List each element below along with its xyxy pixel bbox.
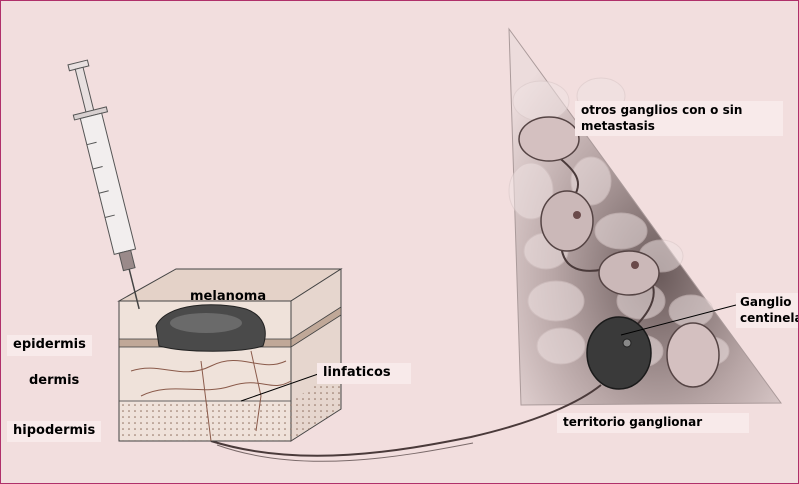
- label-melanoma: melanoma: [187, 288, 269, 307]
- syringe: [61, 58, 155, 313]
- label-dermis: dermis: [23, 371, 85, 392]
- lymph-territory: [509, 29, 781, 405]
- label-hipodermis: hipodermis: [7, 421, 101, 442]
- ganglio-centinela-line2: centinela: [740, 311, 799, 327]
- otros-ganglios-line1: otros ganglios con o sin: [581, 103, 777, 119]
- sentinel-node: [587, 317, 651, 389]
- label-epidermis: epidermis: [7, 335, 92, 356]
- label-territorio-ganglionar: territorio ganglionar: [557, 413, 749, 433]
- otros-ganglios-line2: metastasis: [581, 119, 777, 135]
- ganglio-centinela-line1: Ganglio: [740, 295, 799, 311]
- label-otros-ganglios: otros ganglios con o sin metastasis: [575, 101, 783, 136]
- label-linfaticos: linfaticos: [317, 363, 411, 384]
- label-ganglio-centinela: Ganglio centinela: [736, 293, 799, 328]
